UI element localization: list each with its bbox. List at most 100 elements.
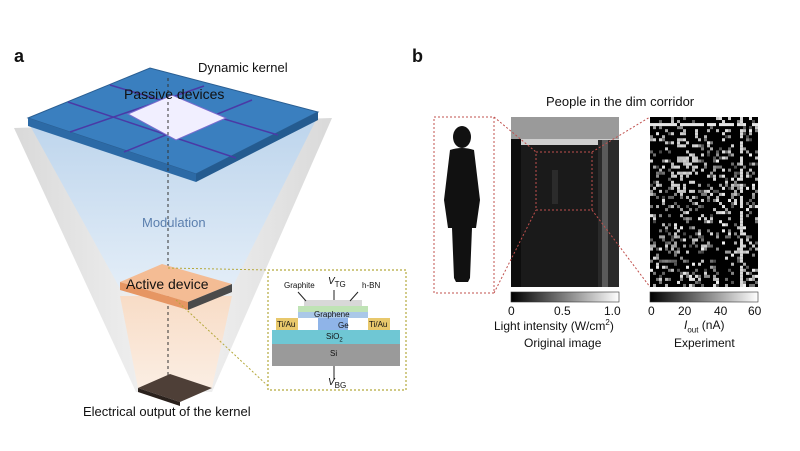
experiment-pixel [692, 180, 695, 184]
experiment-pixel [698, 217, 701, 221]
experiment-pixel [656, 205, 659, 209]
experiment-pixel [689, 277, 692, 281]
experiment-pixel [740, 268, 743, 272]
tiau-left-label: Ti/Au [277, 320, 296, 329]
experiment-pixel [662, 202, 665, 206]
experiment-pixel [740, 120, 743, 124]
experiment-pixel [686, 205, 689, 209]
experiment-pixel [686, 174, 689, 178]
experiment-pixel [662, 223, 665, 227]
experiment-pixel [662, 135, 665, 139]
experiment-pixel [677, 159, 680, 163]
experiment-pixel [695, 244, 698, 248]
experiment-pixel [659, 274, 662, 278]
experiment-pixel [680, 192, 683, 196]
experiment-pixel [713, 159, 716, 163]
experiment-pixel [710, 259, 713, 263]
experiment-pixel [722, 138, 725, 142]
device-cross-section [272, 300, 400, 366]
vtg-label: VTG [328, 276, 346, 289]
active-device-label: Active device [126, 276, 209, 292]
experiment-pixel [704, 135, 707, 139]
experiment-pixel [650, 205, 653, 209]
experiment-pixel [737, 123, 740, 127]
experiment-pixel [719, 220, 722, 224]
experiment-pixel [755, 268, 758, 272]
experiment-pixel [728, 123, 731, 127]
experiment-pixel [725, 223, 728, 227]
experiment-pixel [722, 223, 725, 227]
experiment-pixel [713, 277, 716, 281]
experiment-pixel [656, 247, 659, 251]
experiment-pixel [671, 186, 674, 190]
experiment-pixel [692, 159, 695, 163]
experiment-pixel [683, 211, 686, 215]
experiment-pixel [740, 159, 743, 163]
experiment-pixel [662, 271, 665, 275]
experiment-pixel [698, 183, 701, 187]
experiment-pixel [725, 135, 728, 139]
experiment-pixel [677, 183, 680, 187]
experiment-pixel [734, 232, 737, 236]
colorbar-experiment [649, 291, 759, 303]
experiment-pixel [704, 192, 707, 196]
experiment-pixel [731, 202, 734, 206]
experiment-pixel [692, 226, 695, 230]
output-label: Electrical output of the kernel [83, 404, 251, 419]
experiment-pixel [719, 202, 722, 206]
experiment-pixel [674, 235, 677, 239]
experiment-pixel [728, 117, 731, 121]
experiment-pixel [671, 165, 674, 169]
experiment-pixel [713, 156, 716, 160]
experiment-pixel [674, 250, 677, 254]
experiment-pixel [755, 126, 758, 130]
experiment-pixel [722, 123, 725, 127]
experiment-pixel [653, 214, 656, 218]
experiment-pixel [749, 283, 752, 287]
experiment-pixel [695, 202, 698, 206]
experiment-pixel [677, 138, 680, 142]
experiment-pixel [677, 229, 680, 233]
experiment-pixel [731, 153, 734, 157]
experiment-pixel [659, 277, 662, 281]
experiment-pixel [677, 250, 680, 254]
experiment-pixel [650, 150, 653, 154]
experiment-pixel [653, 192, 656, 196]
experiment-pixel [650, 259, 653, 263]
experiment-pixel [698, 144, 701, 148]
experiment-pixel [740, 220, 743, 224]
experiment-pixel [671, 123, 674, 127]
experiment-pixel [680, 271, 683, 275]
experiment-pixel [668, 132, 671, 136]
experiment-pixel [695, 268, 698, 272]
experiment-pixel [665, 147, 668, 151]
experiment-pixel [743, 126, 746, 130]
experiment-pixel [659, 259, 662, 263]
experiment-pixel [686, 220, 689, 224]
experiment-pixel [722, 186, 725, 190]
experiment-pixel [746, 171, 749, 175]
experiment-pixel [701, 198, 704, 202]
experiment-pixel [752, 253, 755, 257]
experiment-pixel [731, 280, 734, 284]
experiment-pixel [707, 174, 710, 178]
experiment-pixel [677, 141, 680, 145]
experiment-pixel [665, 241, 668, 245]
experiment-pixel [710, 174, 713, 178]
experiment-pixel [740, 271, 743, 275]
experiment-pixel [650, 159, 653, 163]
experiment-pixel [716, 247, 719, 251]
experiment-pixel [722, 120, 725, 124]
experiment-pixel [701, 189, 704, 193]
experiment-pixel [740, 280, 743, 284]
orig-tick-1: 0.5 [554, 304, 571, 318]
experiment-pixel [704, 244, 707, 248]
experiment-pixel [707, 274, 710, 278]
experiment-pixel [659, 171, 662, 175]
experiment-pixel [710, 217, 713, 221]
experiment-pixel [668, 186, 671, 190]
experiment-pixel [689, 153, 692, 157]
experiment-pixel [749, 126, 752, 130]
experiment-pixel [752, 277, 755, 281]
experiment-pixel [695, 159, 698, 163]
